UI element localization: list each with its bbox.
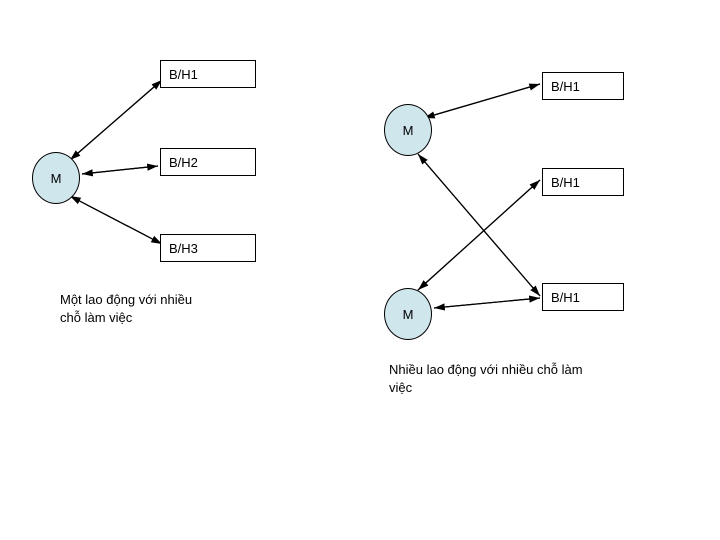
right-node-m-bottom-label: M: [402, 306, 414, 322]
left-box-bh2-label: B/H2: [169, 154, 198, 170]
right-caption: Nhiều lao động với nhiều chỗ làm việc: [389, 362, 583, 395]
left-caption: Một lao động với nhiều chỗ làm việc: [60, 292, 193, 325]
right-node-m-bottom[interactable]: M: [384, 288, 432, 340]
right-box-bh1-bottom-label: B/H1: [551, 289, 580, 305]
left-node-m[interactable]: M: [32, 152, 80, 204]
right-box-bh1-middle[interactable]: B/H1: [542, 168, 624, 196]
right-box-bh1-top-label: B/H1: [551, 78, 580, 94]
left-node-m-label: M: [50, 170, 62, 186]
left-box-bh3-label: B/H3: [169, 240, 198, 256]
left-box-bh3[interactable]: B/H3: [160, 234, 256, 262]
left-box-bh2[interactable]: B/H2: [160, 148, 256, 176]
right-edges: [417, 83, 541, 311]
left-box-bh1[interactable]: B/H1: [160, 60, 256, 88]
right-node-m-top-label: M: [402, 122, 414, 138]
right-box-bh1-bottom[interactable]: B/H1: [542, 283, 624, 311]
right-box-bh1-middle-label: B/H1: [551, 174, 580, 190]
right-node-m-top[interactable]: M: [384, 104, 432, 156]
right-box-bh1-top[interactable]: B/H1: [542, 72, 624, 100]
left-box-bh1-label: B/H1: [169, 66, 198, 82]
left-edges: [69, 79, 163, 245]
